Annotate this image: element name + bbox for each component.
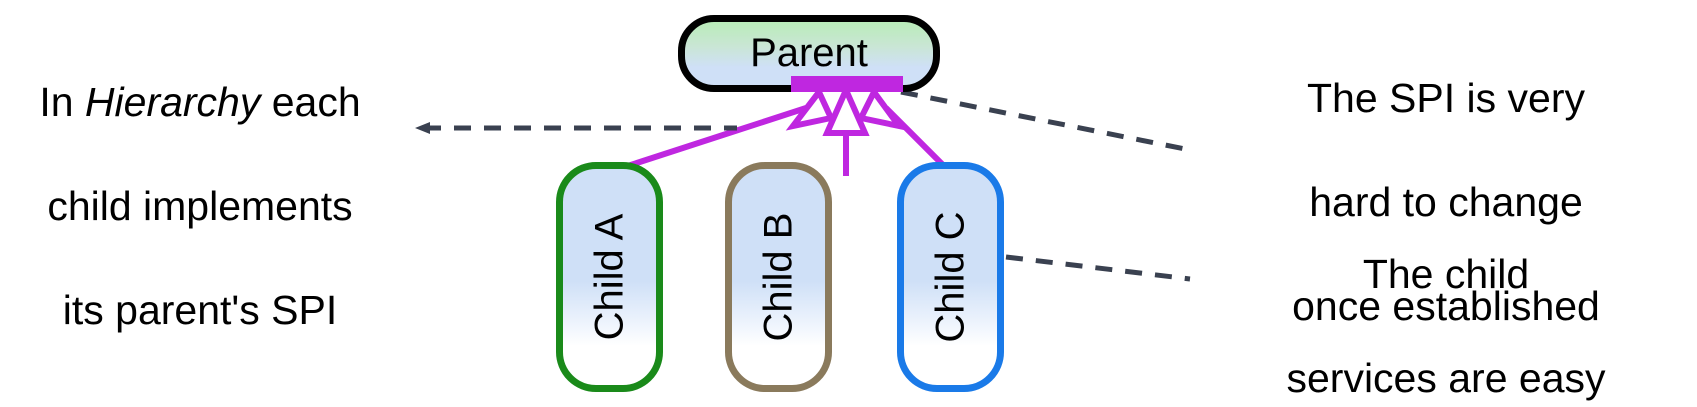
annotation-right-top-line2: hard to change — [1309, 179, 1583, 225]
annotation-left-line1-pre: In — [39, 79, 85, 125]
annotation-right-bottom-line2: services are easy — [1286, 355, 1606, 401]
annotation-left: In Hierarchy each child implements its p… — [0, 24, 400, 388]
leader-line-right-top — [900, 89, 1191, 153]
annotation-left-line3: its parent's SPI — [62, 287, 338, 333]
node-parent-label: Parent — [750, 30, 868, 75]
spi-bar[interactable] — [791, 76, 903, 92]
annotation-left-line1: In Hierarchy each — [0, 76, 400, 128]
generalization-arrowhead-child-b — [822, 82, 870, 136]
node-child-c-label: Child C — [928, 211, 973, 343]
annotation-right-top-line3: once established — [1292, 283, 1600, 329]
node-child-a-label: Child A — [587, 213, 632, 341]
leader-line-right-bottom — [1005, 254, 1191, 282]
generalization-arrowhead-child-c — [856, 86, 907, 131]
leader-arrowhead-left — [415, 122, 430, 134]
node-child-a[interactable]: Child A — [556, 162, 663, 392]
node-child-b[interactable]: Child B — [725, 162, 832, 392]
generalization-arrowhead-child-a — [785, 86, 836, 131]
annotation-left-emphasis: Hierarchy — [84, 79, 261, 125]
node-child-c[interactable]: Child C — [897, 162, 1004, 392]
annotation-right-top-line1: The SPI is very — [1307, 75, 1585, 121]
annotation-right-bottom-line1: The child — [1362, 251, 1530, 297]
annotation-left-line1-post: each — [260, 79, 361, 125]
annotation-right-bottom: The child services are easy to add or re… — [1196, 196, 1696, 407]
annotation-left-line2: child implements — [47, 183, 353, 229]
node-child-b-label: Child B — [756, 212, 801, 342]
annotation-right-top: The SPI is very hard to change once esta… — [1196, 20, 1696, 384]
